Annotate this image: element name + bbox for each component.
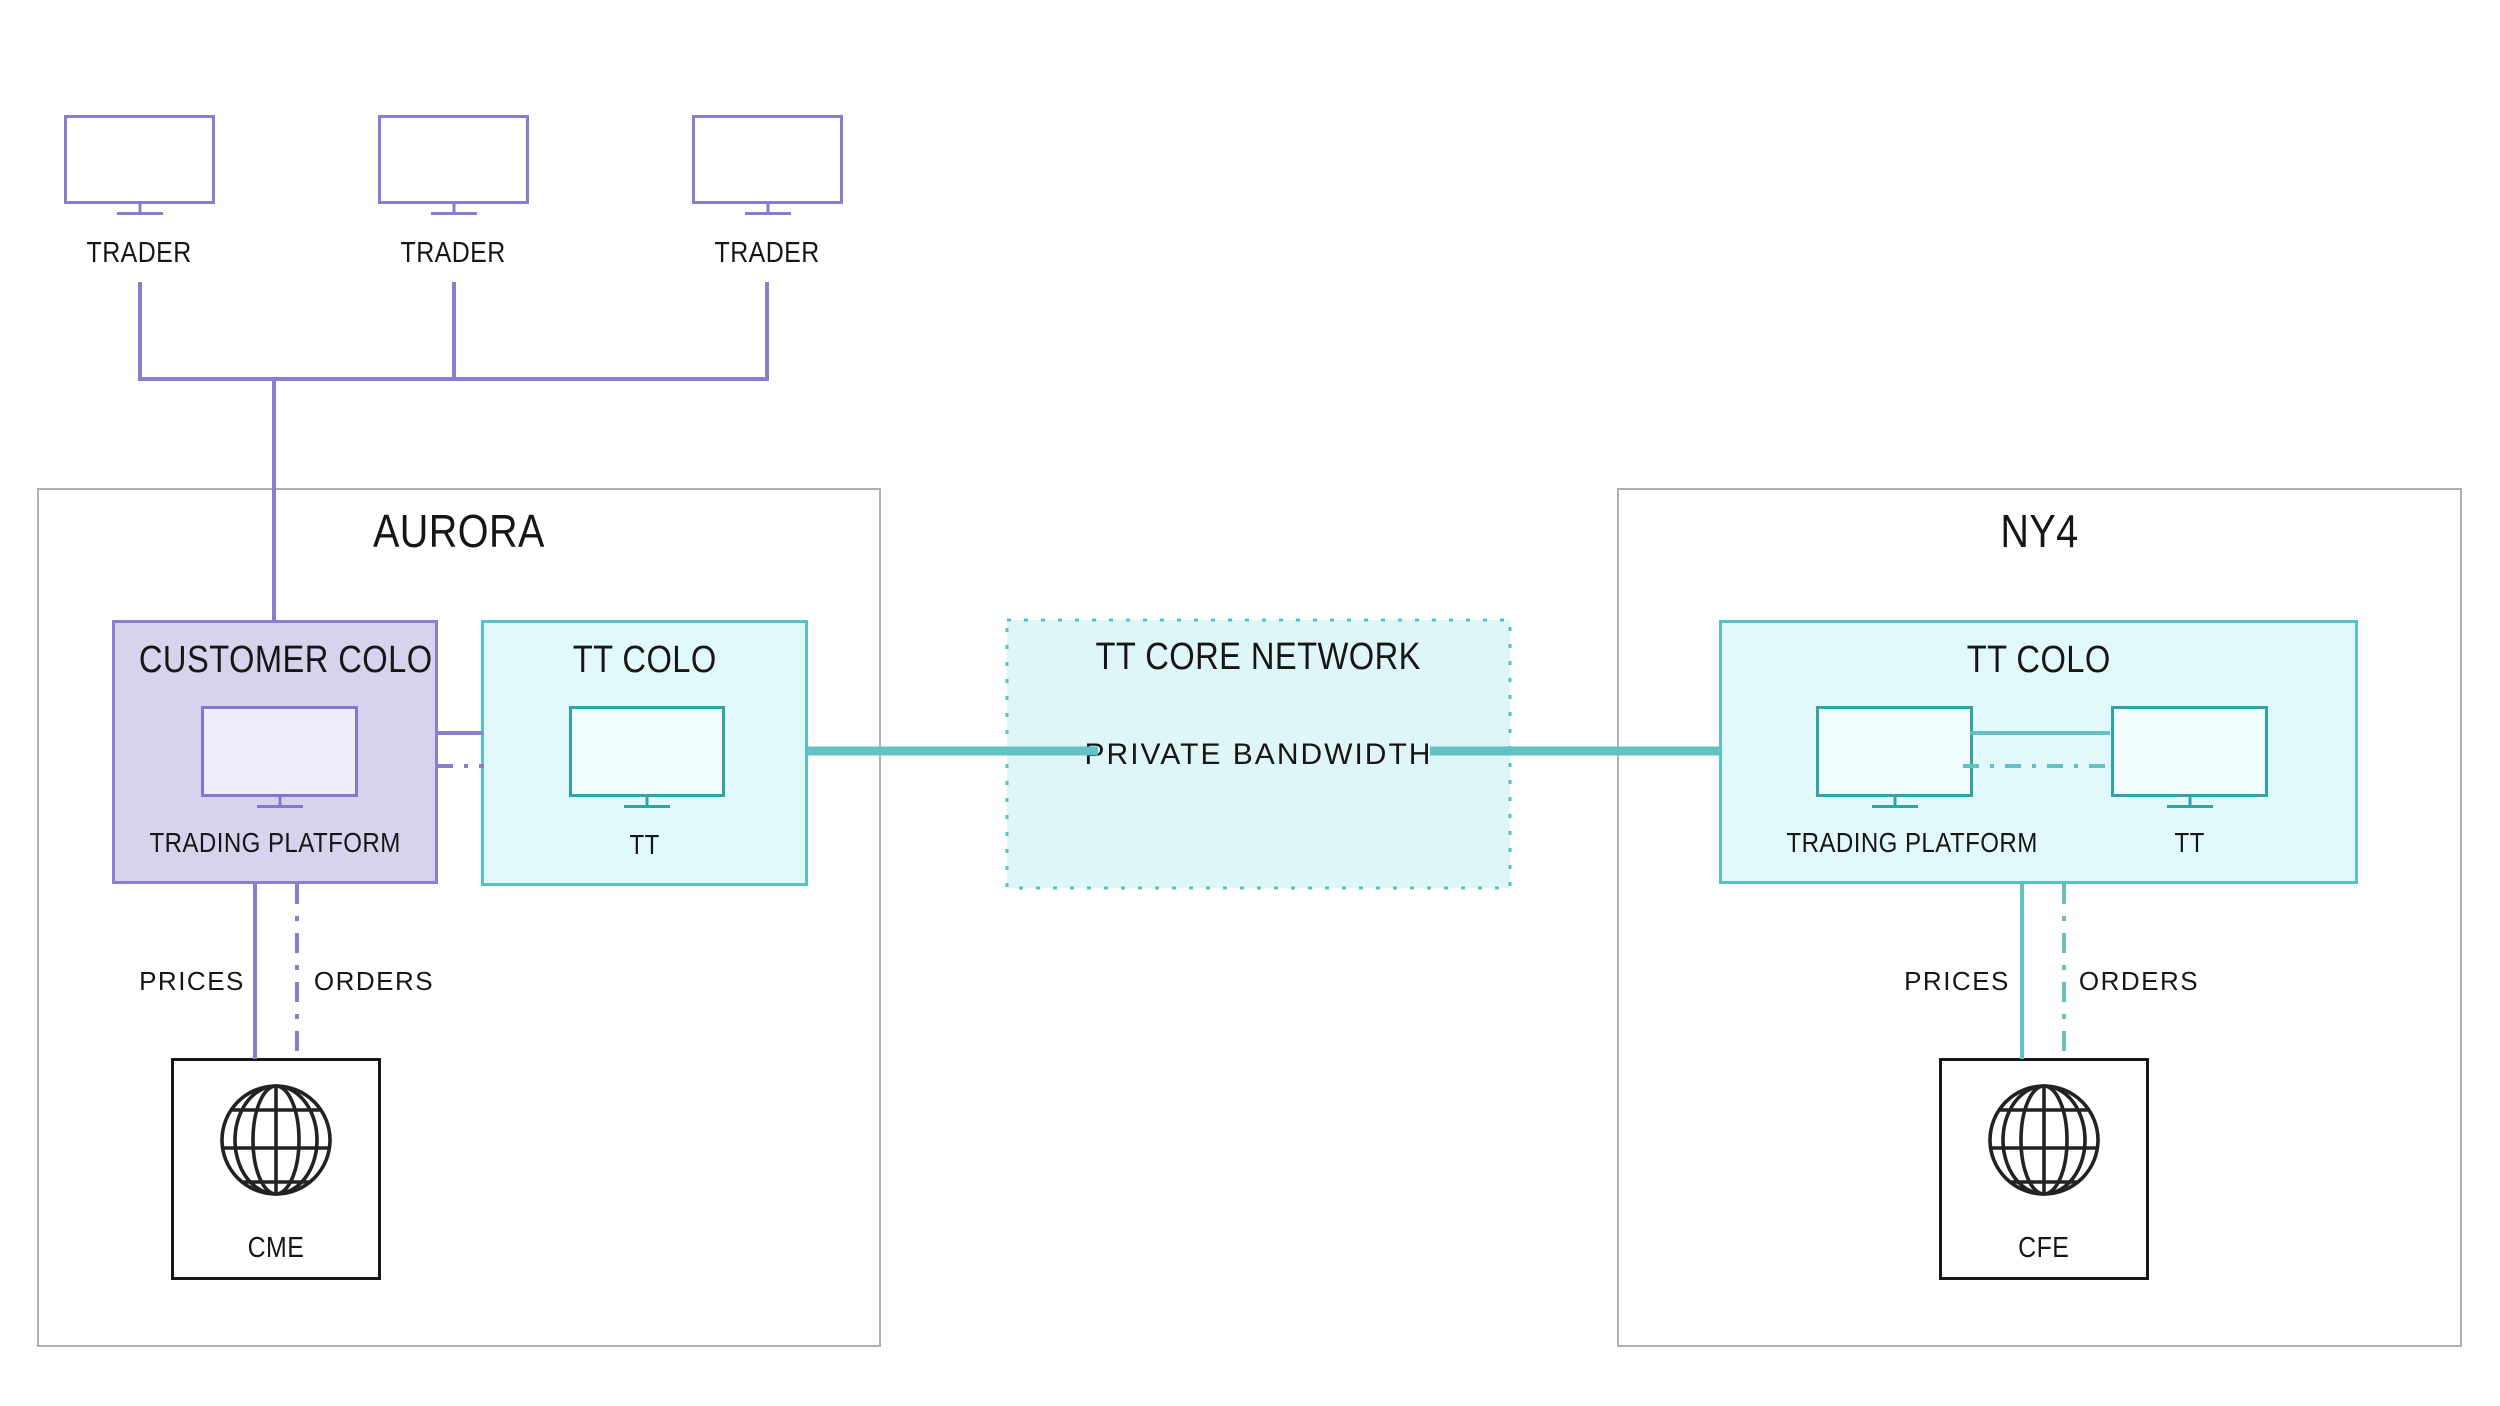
ny4-site-box: NY4 <box>1617 488 2462 1347</box>
globe-icon <box>1942 1079 2146 1201</box>
monitor-stand-base <box>116 212 163 215</box>
ny4-prices-label: PRICES <box>1904 966 2010 996</box>
aurora-site-box: AURORA <box>37 488 881 1347</box>
ny4-tt-colo-title-text: TT COLO <box>1966 639 2111 681</box>
trader-label-text: TRADER <box>714 237 821 269</box>
monitor-stand-base <box>430 212 477 215</box>
customer-colo-title-text: CUSTOMER COLO <box>138 639 433 681</box>
monitor-icon <box>692 115 843 215</box>
monitor-stand-base <box>256 805 303 808</box>
trading-platform-label: TRADING PLATFORM <box>115 827 435 859</box>
ny4-tt-colo-title: TT COLO <box>1722 639 2355 682</box>
aurora-orders-label: ORDERS <box>313 966 435 996</box>
cfe-exchange-box: CFE <box>1939 1058 2149 1280</box>
customer-colo-title: CUSTOMER COLO <box>115 639 435 682</box>
monitor-stand-neck <box>645 794 649 805</box>
aurora-title: AURORA <box>39 504 879 558</box>
trading-platform-monitor-icon <box>201 706 358 808</box>
monitor-stand-neck <box>452 201 455 212</box>
ny4-tt-monitor-icon <box>2111 706 2268 808</box>
ny4-orders-label: ORDERS <box>2078 966 2200 996</box>
trading-platform-label-text: TRADING PLATFORM <box>149 827 401 858</box>
cfe-label: CFE <box>1942 1232 2146 1265</box>
cfe-label-text: CFE <box>2018 1232 2070 1264</box>
ny4-tt-label-text: TT <box>2174 827 2206 858</box>
tt-label-text: TT <box>629 829 660 860</box>
ny4-trading-platform-monitor-icon <box>1816 706 1973 808</box>
monitor-icon <box>378 115 529 215</box>
tt-core-network-title-text: TT CORE NETWORK <box>1095 636 1422 678</box>
cme-label: CME <box>174 1232 378 1265</box>
tt-core-network-title: TT CORE NETWORK <box>1007 636 1510 679</box>
ny4-trading-platform-label: TRADING PLATFORM <box>1742 827 2082 859</box>
aurora-title-text: AURORA <box>373 505 545 557</box>
tt-core-network-box: TT CORE NETWORK PRIVATE BANDWIDTH <box>1007 620 1510 888</box>
aurora-prices-label: PRICES <box>139 966 245 996</box>
monitor-stand-base <box>2166 805 2213 808</box>
tt-label: TT <box>484 829 805 861</box>
ny4-title-text: NY4 <box>2000 505 2079 557</box>
monitor-icon <box>64 115 215 215</box>
monitor-stand-neck <box>278 794 281 805</box>
aurora-tt-colo-box: TT COLO TT <box>481 620 808 886</box>
aurora-tt-colo-title: TT COLO <box>484 639 805 682</box>
cme-label-text: CME <box>247 1232 305 1264</box>
trader-label: TRADER <box>338 237 569 270</box>
monitor-stand-neck <box>2188 794 2191 805</box>
monitor-stand-neck <box>138 201 141 212</box>
aurora-tt-colo-title-text: TT COLO <box>572 639 717 681</box>
ny4-trading-platform-label-text: TRADING PLATFORM <box>1786 827 2038 858</box>
cme-exchange-box: CME <box>171 1058 381 1280</box>
ny4-tt-label: TT <box>2114 827 2266 859</box>
ny4-title: NY4 <box>1619 504 2460 558</box>
monitor-stand-base <box>744 212 791 215</box>
trader-label-text: TRADER <box>86 237 193 269</box>
monitor-stand-base <box>624 805 670 808</box>
globe-icon <box>174 1079 378 1201</box>
tt-monitor-icon <box>569 706 725 808</box>
private-bandwidth-label: PRIVATE BANDWIDTH <box>1084 738 1433 771</box>
trader-label-text: TRADER <box>400 237 507 269</box>
monitor-stand-neck <box>1893 794 1896 805</box>
trader-label: TRADER <box>652 237 883 270</box>
ny4-tt-colo-box: TT COLO TRADING PLATFORM TT <box>1719 620 2358 884</box>
monitor-stand-base <box>1871 805 1918 808</box>
trader-label: TRADER <box>24 237 255 270</box>
monitor-stand-neck <box>766 201 769 212</box>
customer-colo-box: CUSTOMER COLO TRADING PLATFORM <box>112 620 438 884</box>
